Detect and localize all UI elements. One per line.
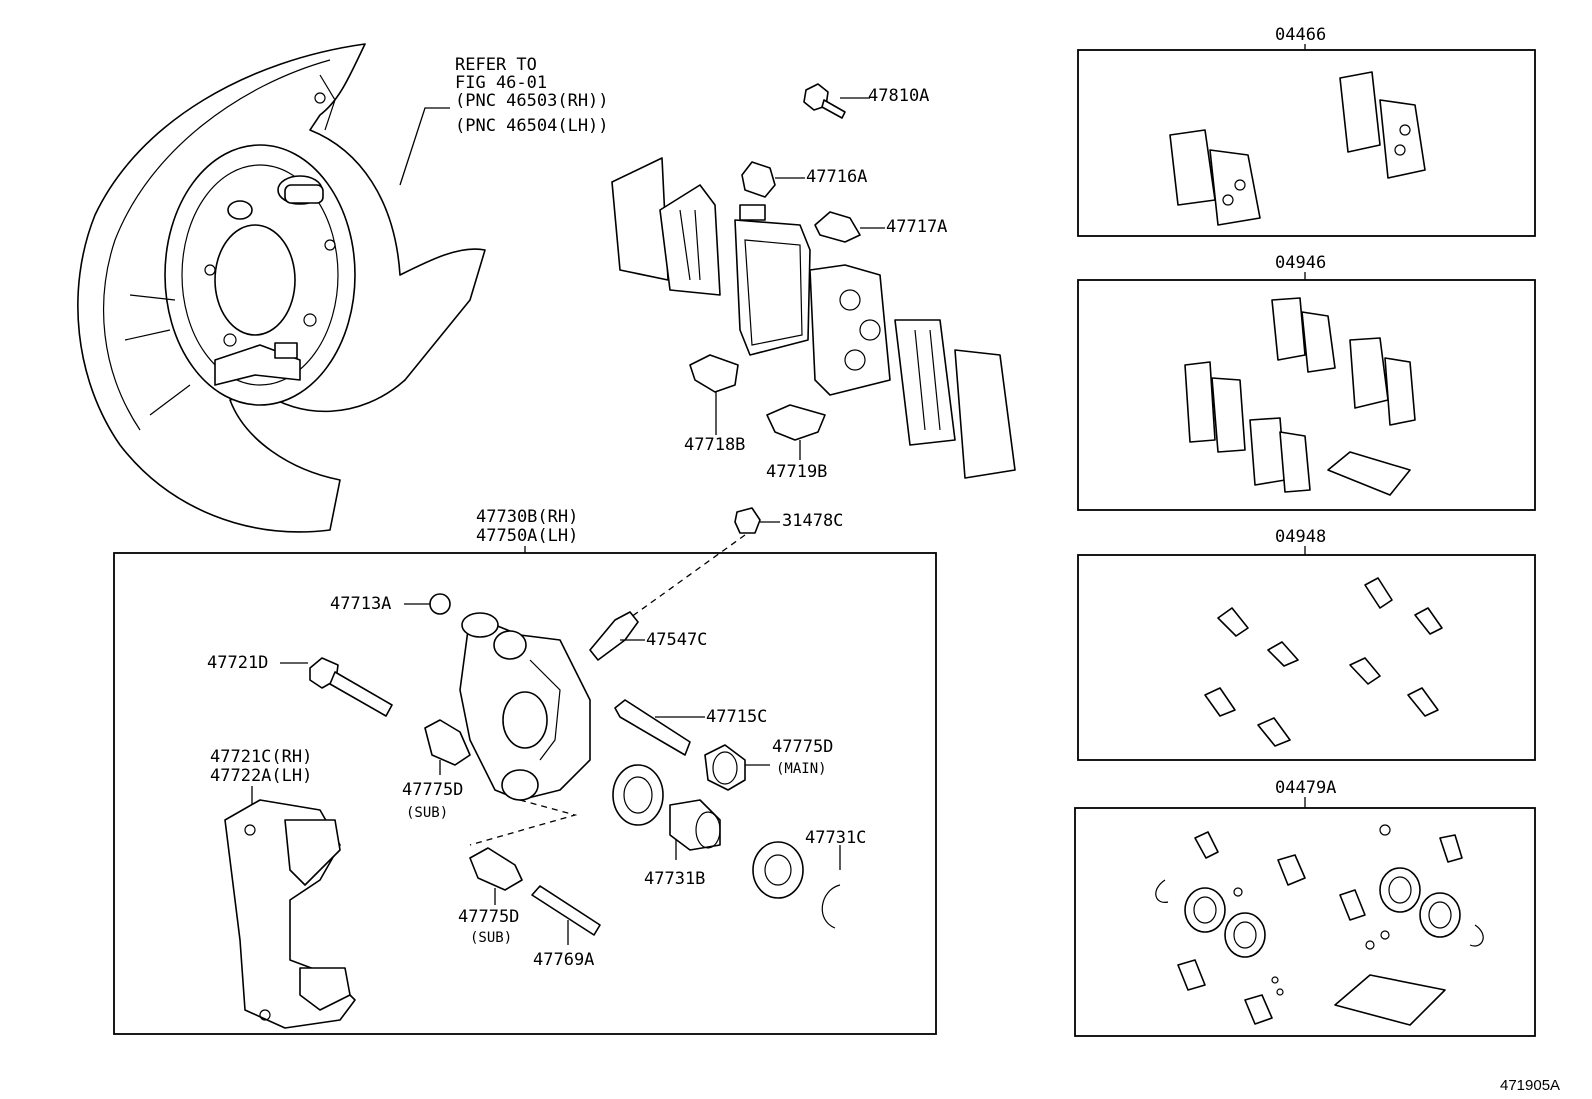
label-47718B: 47718B: [684, 435, 745, 455]
bleeder-cap-31478C[interactable]: 31478C: [619, 507, 843, 626]
label-kit-04946: 04946: [1275, 253, 1326, 273]
label-47731B: 47731B: [644, 869, 705, 889]
piston-47731C[interactable]: 47731C: [752, 828, 866, 929]
clip-47716A[interactable]: 47716A: [741, 161, 867, 198]
clip-47719B[interactable]: 47719B: [766, 404, 827, 482]
clip-47717A[interactable]: 47717A: [814, 211, 947, 243]
label-47717A: 47717A: [886, 217, 947, 237]
anti-squeal-shim-right[interactable]: [894, 319, 1016, 479]
caliper-assembly-label: 47730B(RH) 47750A(LH): [476, 507, 578, 553]
kit-04466[interactable]: 04466: [1077, 25, 1536, 237]
label-kit-04479A: 04479A: [1275, 778, 1336, 798]
label-47716A: 47716A: [806, 167, 867, 187]
label-47721C: 47721C(RH): [210, 747, 312, 767]
label-sub-tag-1: (SUB): [406, 805, 448, 821]
bolt-47721D[interactable]: 47721D: [207, 653, 393, 717]
label-kit-04466: 04466: [1275, 25, 1326, 45]
backing-plate[interactable]: [77, 43, 486, 533]
brake-pad-inner[interactable]: [734, 204, 811, 356]
boot-47775D-sub-lower[interactable]: 47775D (SUB): [458, 847, 523, 946]
label-47731C: 47731C: [805, 828, 866, 848]
kit-04948[interactable]: 04948: [1077, 527, 1536, 761]
label-47547C: 47547C: [646, 630, 707, 650]
reference-note: REFER TO FIG 46-01 (PNC 46503(RH)) (PNC …: [399, 55, 609, 186]
kit-04946[interactable]: 04946: [1077, 253, 1536, 511]
label-47769A: 47769A: [533, 950, 594, 970]
bleeder-screw-47547C[interactable]: 47547C: [589, 611, 707, 661]
label-47721D: 47721D: [207, 653, 268, 673]
boot-47775D-main[interactable]: 47775D (MAIN): [704, 737, 833, 791]
boot-47775D-sub-upper[interactable]: 47775D (SUB): [402, 719, 471, 821]
brake-pad-outer[interactable]: [809, 264, 891, 396]
caliper-body[interactable]: [459, 612, 591, 846]
kit-04479A[interactable]: 04479A: [1074, 778, 1536, 1037]
label-kit-04948: 04948: [1275, 527, 1326, 547]
cap-47713A[interactable]: 47713A: [330, 593, 451, 615]
note-line-3: (PNC 46503(RH)): [455, 91, 609, 111]
caliper-mounting-bracket[interactable]: 47721C(RH) 47722A(LH): [210, 747, 356, 1029]
label-47775D-sub-1: 47775D: [402, 780, 463, 800]
label-47715C: 47715C: [706, 707, 767, 727]
label-47775D-main: 47775D: [772, 737, 833, 757]
label-47750A: 47750A(LH): [476, 526, 578, 546]
figure-id: 471905A: [1500, 1077, 1560, 1094]
bolt-47810A[interactable]: 47810A: [803, 83, 929, 119]
label-31478C: 31478C: [782, 511, 843, 531]
label-47713A: 47713A: [330, 594, 391, 614]
label-sub-tag-2: (SUB): [470, 930, 512, 946]
guide-pin-47769A[interactable]: 47769A: [531, 885, 601, 970]
label-47722A: 47722A(LH): [210, 766, 312, 786]
anti-squeal-shim-left[interactable]: [611, 157, 721, 296]
note-line-4: (PNC 46504(LH)): [455, 116, 609, 136]
note-line-1: REFER TO: [455, 55, 537, 75]
label-main-tag: (MAIN): [776, 761, 827, 777]
guide-pin-47715C[interactable]: 47715C: [614, 699, 767, 756]
label-47775D-sub-2: 47775D: [458, 907, 519, 927]
clip-47718B[interactable]: 47718B: [684, 354, 745, 455]
label-47719B: 47719B: [766, 462, 827, 482]
piston-seal-47731B[interactable]: 47731B: [612, 764, 721, 889]
label-47730B: 47730B(RH): [476, 507, 578, 527]
note-line-2: FIG 46-01: [455, 73, 547, 93]
label-47810A: 47810A: [868, 86, 929, 106]
